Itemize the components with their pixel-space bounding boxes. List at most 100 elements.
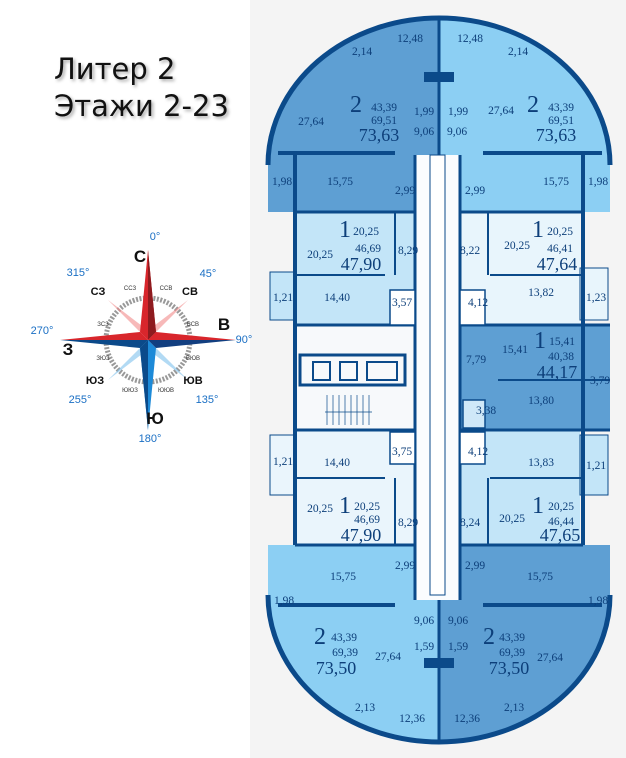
room-area: 9,06 [414,126,434,138]
room-area: 12,48 [457,33,483,45]
room-area: 15,41 [502,344,528,356]
living-area: 20,25 [354,501,380,513]
room-area: 1,21 [586,460,606,472]
living-area: 20,25 [548,501,574,513]
room-area: 1,59 [414,641,434,653]
room-area: 4,12 [468,297,488,309]
apartment-mid-left-upper[interactable]: 1 20,25 46,69 47,90 20,25 8,29 1,21 14,4… [273,217,418,309]
room-area: 12,36 [454,713,480,725]
compass-minor: ССЗ [124,286,137,292]
room-area: 3,57 [392,297,412,309]
living-area: 20,25 [353,226,379,238]
room-area: 9,06 [414,615,434,627]
rooms-count: 1 [532,493,544,519]
total-area: 69,39 [499,647,525,659]
apartment-top-left[interactable]: 2 43,39 69,51 73,63 2,14 12,48 27,64 1,9… [272,33,434,197]
room-area: 3,38 [476,405,496,417]
rooms-count: 1 [339,217,351,243]
living-area: 20,25 [547,226,573,238]
room-area: 12,48 [397,33,423,45]
total-area-balcony: 73,63 [536,125,577,145]
room-area: 1,98 [588,595,608,607]
total-area-balcony: 73,50 [316,658,357,678]
room-area: 2,14 [352,46,372,58]
compass-minor: ЗЮЗ [96,356,110,362]
room-area: 3,79 [590,375,610,387]
room-area: 8,29 [398,517,418,529]
room-area: 20,25 [504,240,530,252]
total-area: 40,38 [548,351,574,363]
compass-rose [60,250,236,430]
compass-minor: ЮЮЗ [122,388,138,394]
compass-north-deg: 0° [150,231,161,243]
room-area: 2,14 [508,46,528,58]
total-area: 69,51 [371,115,397,127]
total-area: 46,41 [547,243,573,255]
room-area: 9,06 [448,615,468,627]
room-area: 2,13 [504,702,524,714]
rooms-count: 2 [350,92,362,118]
rooms-count: 1 [339,493,351,519]
apartment-bottom-right[interactable]: 2 43,39 69,39 73,50 2,99 15,75 1,98 9,06… [448,560,608,725]
living-area: 43,39 [331,632,357,644]
total-area-balcony: 73,50 [489,658,530,678]
room-area: 2,99 [465,185,485,197]
room-area: 1,21 [273,456,293,468]
room-area: 1,98 [274,595,294,607]
room-area: 20,25 [307,503,333,515]
compass-ne: СВ [182,286,198,298]
compass-se: ЮВ [183,375,202,387]
compass-minor: ВЮВ [186,356,200,362]
compass-west-deg: 270° [31,325,54,337]
room-area: 14,40 [324,292,350,304]
total-area: 46,69 [355,243,381,255]
apartment-top-right[interactable]: 2 43,39 69,51 73,63 12,48 2,14 1,99 9,06… [447,33,608,197]
total-area: 69,51 [548,115,574,127]
compass-minor: ССВ [160,286,173,292]
living-area: 15,41 [549,336,575,348]
room-area: 12,36 [399,713,425,725]
total-area-balcony: 73,63 [359,125,400,145]
total-area-balcony: 47,90 [341,525,382,545]
apartment-mid-right[interactable]: 1 15,41 40,38 44,17 7,79 15,41 3,79 13,8… [466,328,610,417]
apartment-mid-right-upper[interactable]: 1 20,25 46,41 47,64 8,22 20,25 4,12 13,8… [460,217,606,309]
room-area: 15,75 [330,571,356,583]
floors-title: Этажи 2-23 [54,89,229,123]
living-area: 43,39 [548,102,574,114]
room-area: 8,22 [460,245,480,257]
compass-east-deg: 90° [236,334,253,346]
rooms-count: 2 [527,92,539,118]
room-area: 2,99 [395,560,415,572]
compass-minor: ЗСЗ [97,322,109,328]
total-area-balcony: 47,90 [341,254,382,274]
apartment-mid-right-lower[interactable]: 1 20,25 46,44 47,65 4,12 13,83 1,21 20,2… [460,446,606,545]
room-area: 15,75 [527,571,553,583]
compass-sw: ЮЗ [86,375,104,387]
compass-minor: ЮЮВ [158,388,174,394]
apartment-mid-left-lower[interactable]: 1 20,25 46,69 47,90 3,75 1,21 14,40 20,2… [273,446,418,545]
compass-north: С [134,247,146,266]
room-area: 15,75 [327,176,353,188]
compass-ne-deg: 45° [200,268,217,280]
room-area: 2,13 [355,702,375,714]
total-area-balcony: 47,64 [537,254,578,274]
apartment-bottom-left[interactable]: 2 43,39 69,39 73,50 1,98 15,75 2,99 9,06… [274,560,434,725]
compass-nw-deg: 315° [67,267,90,279]
room-area: 1,21 [273,292,293,304]
total-area-balcony: 47,65 [540,525,581,545]
room-area: 13,83 [528,457,554,469]
room-area: 1,99 [448,106,468,118]
room-area: 1,23 [586,292,606,304]
room-area: 8,24 [460,517,480,529]
room-area: 1,59 [448,641,468,653]
room-area: 7,79 [466,354,486,366]
room-area: 1,98 [272,176,292,188]
room-area: 2,99 [395,185,415,197]
room-area: 20,25 [307,249,333,261]
room-area: 1,99 [414,106,434,118]
room-area: 14,40 [324,457,350,469]
compass-east: В [218,315,230,334]
compass-west: З [63,340,74,359]
rooms-count: 2 [314,624,326,650]
